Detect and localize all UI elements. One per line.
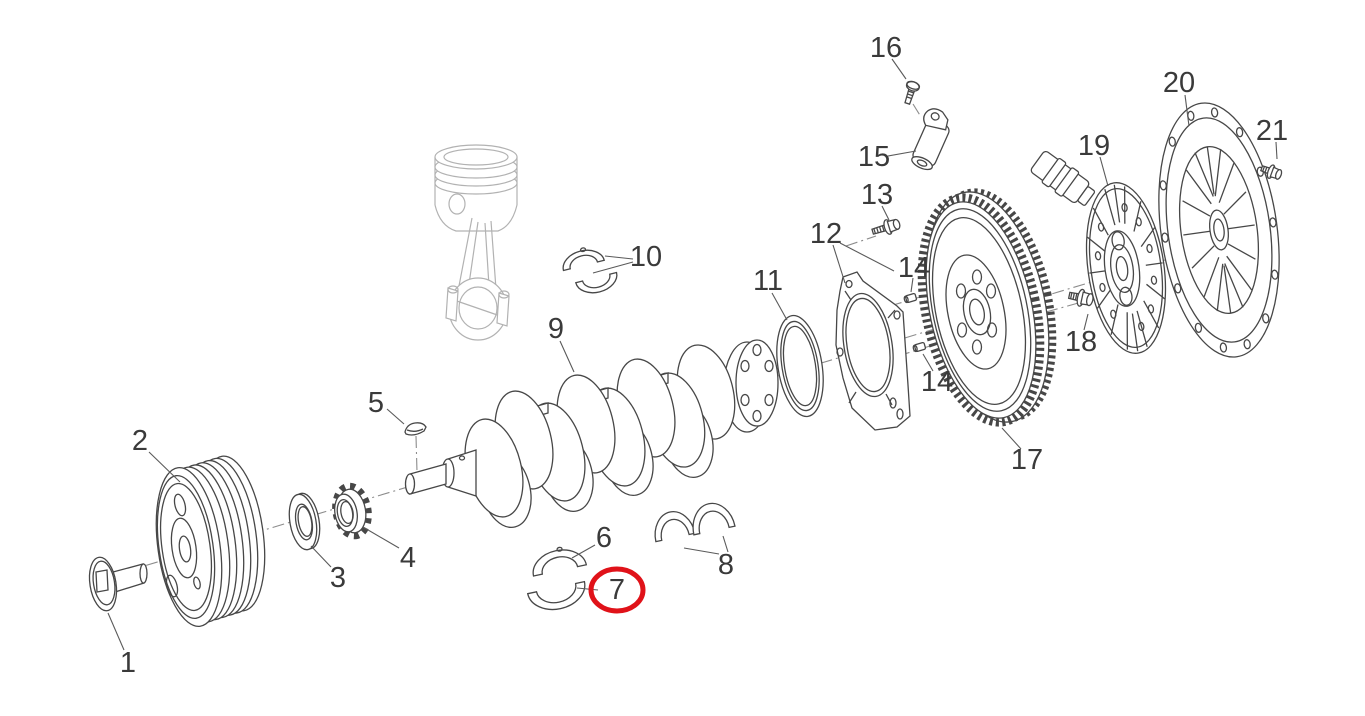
part-label-thrust-washers[interactable]: 8 [718,549,734,581]
part-label-pressure-plate-bolt[interactable]: 21 [1256,115,1288,147]
dowel-pin-a [903,292,918,304]
part-label-woodruff-key[interactable]: 5 [368,387,384,419]
pressure-plate-bolt [1259,164,1283,180]
part-label-clutch-pressure-plate[interactable]: 20 [1163,67,1195,99]
bearing-shell-upper [529,543,587,576]
bearing-shell-lower [528,582,589,615]
part-label-dowel-pin-a[interactable]: 14 [898,252,930,284]
crankshaft [404,339,779,528]
washer [288,492,321,551]
rear-main-seal [776,314,824,418]
timing-gear [332,482,372,540]
part-label-bearing-shell-upper[interactable]: 6 [596,522,612,554]
part-label-rear-main-seal[interactable]: 11 [753,265,783,297]
crankshaft-sensor [911,108,1096,206]
part-label-flywheel-bolt[interactable]: 18 [1065,326,1097,358]
part-label-bearing-shell-lower[interactable]: 7 [609,574,625,606]
part-label-washer[interactable]: 3 [330,562,346,594]
sensor-screw [904,80,921,105]
part-label-dowel-pin-b[interactable]: 14 [921,366,953,398]
part-label-pulley-bolt[interactable]: 1 [120,647,136,679]
thrust-washers [650,499,735,541]
highlight-circle [588,566,646,614]
woodruff-key [404,422,427,436]
part-label-crankshaft-pulley[interactable]: 2 [132,425,148,457]
leader-lines [107,58,1278,651]
clutch-pressure-plate [1158,102,1280,358]
seal-housing-plate [835,271,911,431]
flywheel-bolt [1067,288,1094,307]
housing-bolt [871,218,901,235]
part-label-crankshaft[interactable]: 9 [548,313,564,345]
dowel-pin-b [912,341,927,353]
piston-and-conrod [434,144,518,341]
part-label-clutch-disc[interactable]: 19 [1078,130,1110,162]
part-label-seal-housing-plate[interactable]: 12 [810,218,842,250]
part-label-conrod-bearing-shells[interactable]: 10 [630,241,662,273]
conrod-bearing-shells [559,244,620,297]
part-label-flywheel[interactable]: 17 [1011,444,1043,476]
part-label-timing-gear[interactable]: 4 [400,542,416,574]
part-label-housing-bolt[interactable]: 13 [861,179,893,211]
flywheel [917,188,1057,427]
pulley-bolt [88,556,148,612]
clutch-disc [1085,182,1167,354]
part-label-crankshaft-sensor[interactable]: 15 [858,141,890,173]
crankshaft-pulley [155,455,266,627]
part-label-sensor-screw[interactable]: 16 [870,32,902,64]
